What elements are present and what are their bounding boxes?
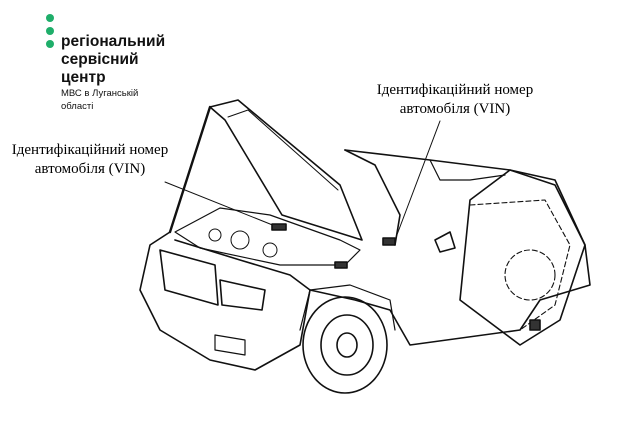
logo-dot-icon [46, 40, 54, 48]
label-text: Ідентифікаційний номер [11, 142, 169, 158]
logo-text: центр [61, 69, 106, 86]
logo-subtext: МВС в Луганській [61, 88, 139, 99]
vin-plate-pillar [382, 237, 396, 246]
leader-line-left [164, 181, 281, 229]
label-text: автомобіля (VIN) [34, 161, 146, 177]
label-text: автомобіля (VIN) [399, 101, 511, 117]
logo-text: регіональний [61, 33, 166, 50]
car-body [309, 149, 591, 346]
vin-label-left: Ідентифікаційний номер автомобіля (VIN) [0, 141, 180, 179]
vin-plate-engine [271, 223, 287, 231]
logo-text: сервісний [61, 51, 139, 68]
logo-subtext: області [61, 101, 94, 112]
engine-bay [174, 207, 361, 266]
logo-dot-icon [46, 14, 54, 22]
open-door [459, 169, 586, 346]
side-mirror [434, 231, 456, 253]
label-text: Ідентифікаційний номер [376, 82, 534, 98]
logo-dot-icon [46, 27, 54, 35]
front-end [139, 231, 311, 371]
open-hood [209, 99, 363, 241]
headlight [219, 279, 266, 311]
leader-line-right [394, 120, 441, 241]
hood-strut [168, 105, 212, 234]
vin-label-right: Ідентифікаційний номер автомобіля (VIN) [355, 81, 555, 119]
grille [159, 249, 219, 306]
front-wheel [302, 296, 388, 394]
